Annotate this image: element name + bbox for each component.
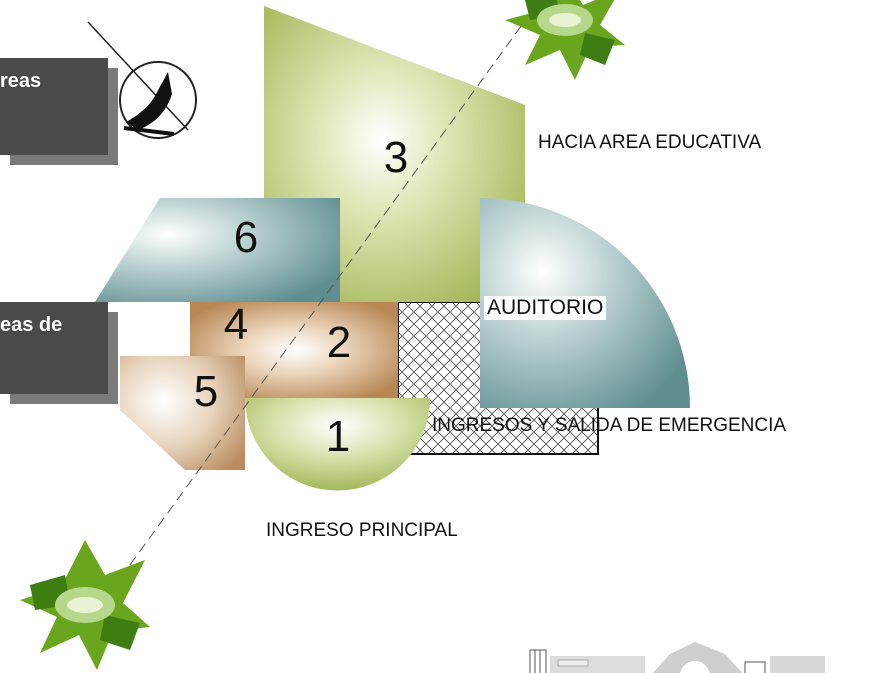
main-entrance-label: INGRESO PRINCIPAL [266, 520, 458, 541]
tree-icon [505, 0, 625, 80]
zone-6 [95, 198, 340, 302]
zone-4-label: 4 [223, 300, 249, 349]
zone-1 [245, 398, 430, 491]
callout-box-top: reas [0, 58, 108, 155]
emergency-exit-label: INGRESOS Y SALIDA DE EMERGENCIA [432, 415, 787, 436]
callout-text-top: reas [0, 70, 42, 92]
zone-5 [120, 356, 245, 470]
zone-3-label: 3 [383, 133, 409, 182]
auditorium-label: AUDITORIO [484, 296, 607, 320]
compass-icon [87, 21, 197, 139]
zone-5-label: 5 [193, 367, 219, 416]
building-thumbnail-icon [529, 642, 825, 673]
zone-3 [264, 6, 525, 302]
callout-text-middle: eas de [0, 314, 63, 336]
education-area-label: HACIA AREA EDUCATIVA [538, 132, 762, 153]
zone-6-label: 6 [233, 213, 259, 262]
zone-2-label: 2 [326, 318, 352, 367]
zone-1-label: 1 [325, 412, 351, 461]
callout-box-middle: eas de [0, 302, 108, 394]
tree-icon [20, 540, 150, 670]
